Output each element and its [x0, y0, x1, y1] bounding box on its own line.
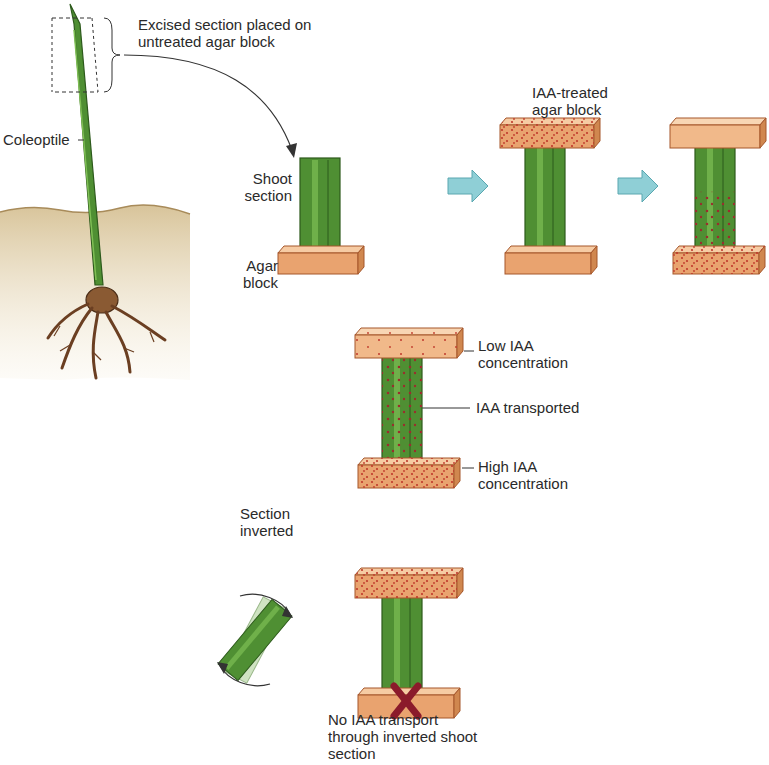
label: IAA-treated agar block [532, 84, 642, 118]
label: No IAA transport through inverted shoot … [328, 711, 478, 762]
rotation-arrows [220, 594, 290, 686]
block-side [358, 246, 364, 274]
agar-block [505, 246, 597, 274]
excision-bracket [52, 18, 120, 92]
block-dots [500, 118, 600, 125]
step-arrow [618, 170, 658, 202]
agar-block [670, 118, 766, 148]
apparatus [278, 118, 766, 718]
block-dots [358, 458, 460, 465]
block-side [454, 688, 460, 718]
step-arrow [448, 170, 488, 202]
block-top [673, 246, 765, 253]
block-dots [358, 465, 454, 488]
block-front [505, 253, 591, 274]
block-front [673, 253, 759, 274]
label: Coleoptile [3, 131, 70, 148]
arrowhead [286, 143, 297, 158]
label: High IAA concentration [478, 458, 578, 492]
arrowhead [217, 662, 228, 674]
agar-block [355, 328, 463, 358]
block-dots [500, 125, 594, 148]
shoot-section [382, 595, 422, 691]
block-front [670, 125, 760, 148]
block-dots [673, 253, 759, 274]
block-dots [355, 335, 457, 358]
block-front [358, 465, 454, 488]
agar-block [358, 458, 460, 488]
block-front [500, 125, 594, 148]
agar-block [355, 568, 463, 598]
block-top [358, 458, 460, 465]
block-top [505, 246, 597, 253]
roots [48, 304, 165, 378]
root-hairs [54, 326, 154, 360]
block-top [670, 118, 766, 125]
label: Low IAA concentration [478, 337, 578, 371]
transfer-arrow [124, 55, 292, 150]
coleoptile [70, 4, 103, 285]
block-front [355, 575, 457, 598]
block-front [355, 335, 457, 358]
shoot-section [695, 145, 735, 249]
block-dots [355, 575, 457, 598]
shoot-section [300, 158, 340, 250]
label: Excised section placed on untreated agar… [138, 16, 313, 50]
block-top [500, 118, 600, 125]
shoot-section [382, 355, 422, 461]
block-side [760, 118, 766, 148]
label: IAA transported [476, 399, 579, 416]
arrowhead [282, 606, 293, 618]
label: Agar block [232, 257, 278, 291]
agar-block [500, 118, 600, 148]
block-dots [355, 568, 463, 575]
block-top [355, 328, 463, 335]
agar-block [278, 246, 364, 274]
inverted-section-icon [210, 593, 299, 688]
block-side [591, 246, 597, 274]
block-top [278, 246, 364, 253]
block-dots [673, 246, 765, 253]
coleoptile-highlight [74, 30, 96, 280]
block-top [355, 568, 463, 575]
shoot-section [525, 145, 565, 249]
label: Section inverted [240, 505, 312, 539]
leader-lines [78, 140, 474, 468]
block-front [278, 253, 358, 274]
block-dots [355, 328, 463, 335]
label: Shoot section [232, 170, 292, 204]
agar-block [673, 246, 765, 274]
